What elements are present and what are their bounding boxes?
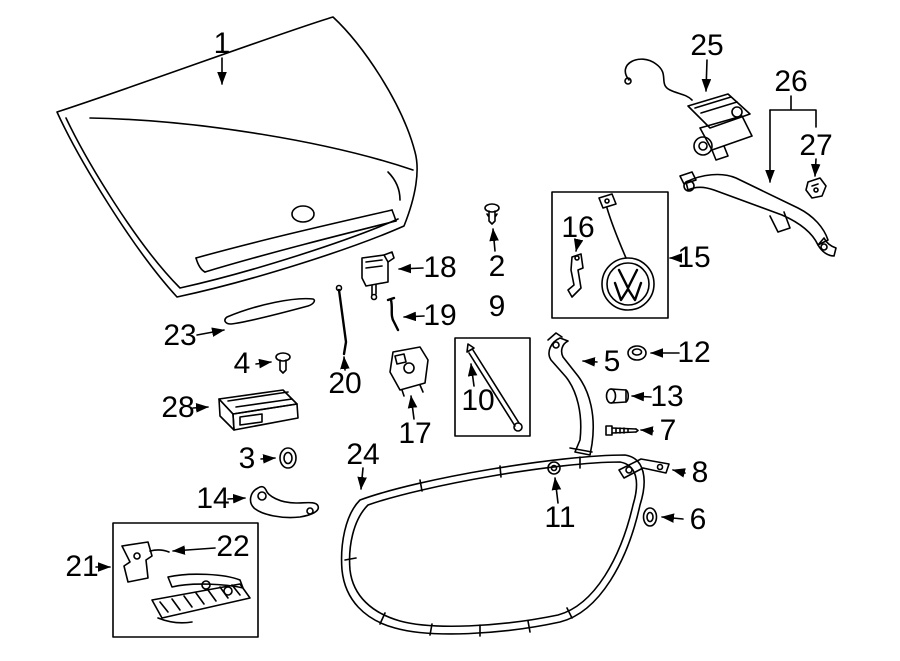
control-module-drawing — [218, 389, 299, 431]
callout-18: 18 — [423, 251, 457, 284]
callout-6: 6 — [689, 503, 707, 536]
rod-20-drawing — [335, 284, 348, 356]
rod-19-drawing — [386, 296, 400, 332]
plug-11-drawing — [547, 461, 561, 475]
clip-27-drawing — [805, 177, 827, 199]
trim-strip-drawing — [224, 297, 316, 325]
clip-2-drawing — [484, 203, 500, 225]
hinge-arm-drawing — [547, 332, 595, 456]
callout-21: 21 — [65, 550, 99, 583]
bracket-8-drawing — [618, 458, 670, 479]
emblem-box — [551, 191, 669, 319]
grommet-12-drawing — [627, 345, 647, 361]
trunk-lock-assembly-drawing — [121, 541, 251, 624]
latch-18-drawing — [361, 251, 395, 301]
strut-box — [454, 337, 531, 437]
callout-17: 17 — [398, 417, 432, 450]
callout-27: 27 — [799, 129, 833, 162]
callout-8: 8 — [691, 456, 709, 489]
release-arm-drawing — [679, 171, 837, 257]
callout-11: 11 — [544, 501, 576, 534]
leader-lines — [95, 57, 821, 572]
bracket-16-drawing — [567, 253, 584, 298]
lock-cylinder-drawing — [624, 58, 753, 161]
callout-5: 5 — [603, 345, 621, 378]
latch-17-drawing — [389, 346, 429, 397]
lock-assembly-box — [112, 522, 259, 638]
callout-19: 19 — [423, 299, 457, 332]
bushing-13-drawing — [605, 388, 630, 404]
bolt-4-drawing — [275, 352, 291, 374]
callout-25: 25 — [690, 29, 724, 62]
vw-emblem-drawing — [598, 193, 655, 311]
callout-22: 22 — [216, 530, 250, 563]
callout-15: 15 — [677, 241, 711, 274]
callout-16: 16 — [561, 211, 595, 244]
callout-14: 14 — [196, 482, 230, 515]
washer-6-drawing — [642, 507, 658, 527]
callout-1: 1 — [213, 27, 231, 60]
callout-7: 7 — [659, 414, 677, 447]
callout-28: 28 — [161, 391, 195, 424]
bolt-7-drawing — [605, 425, 639, 436]
callout-12: 12 — [677, 336, 711, 369]
callout-13: 13 — [650, 380, 684, 413]
callout-26: 26 — [774, 65, 808, 98]
hinge-link-drawing — [249, 485, 320, 519]
callout-3: 3 — [238, 442, 256, 475]
grommet-3-drawing — [279, 447, 297, 469]
callout-2: 2 — [488, 250, 506, 283]
callout-4: 4 — [233, 347, 251, 380]
callout-9: 9 — [488, 290, 506, 323]
callout-10: 10 — [461, 384, 495, 417]
weatherstrip-seal-drawing — [340, 454, 645, 637]
trunk-lid-drawing — [56, 16, 418, 298]
callout-24: 24 — [346, 438, 380, 471]
vw-monogram-icon — [613, 268, 643, 302]
callout-20: 20 — [328, 367, 362, 400]
callout-23: 23 — [163, 319, 197, 352]
